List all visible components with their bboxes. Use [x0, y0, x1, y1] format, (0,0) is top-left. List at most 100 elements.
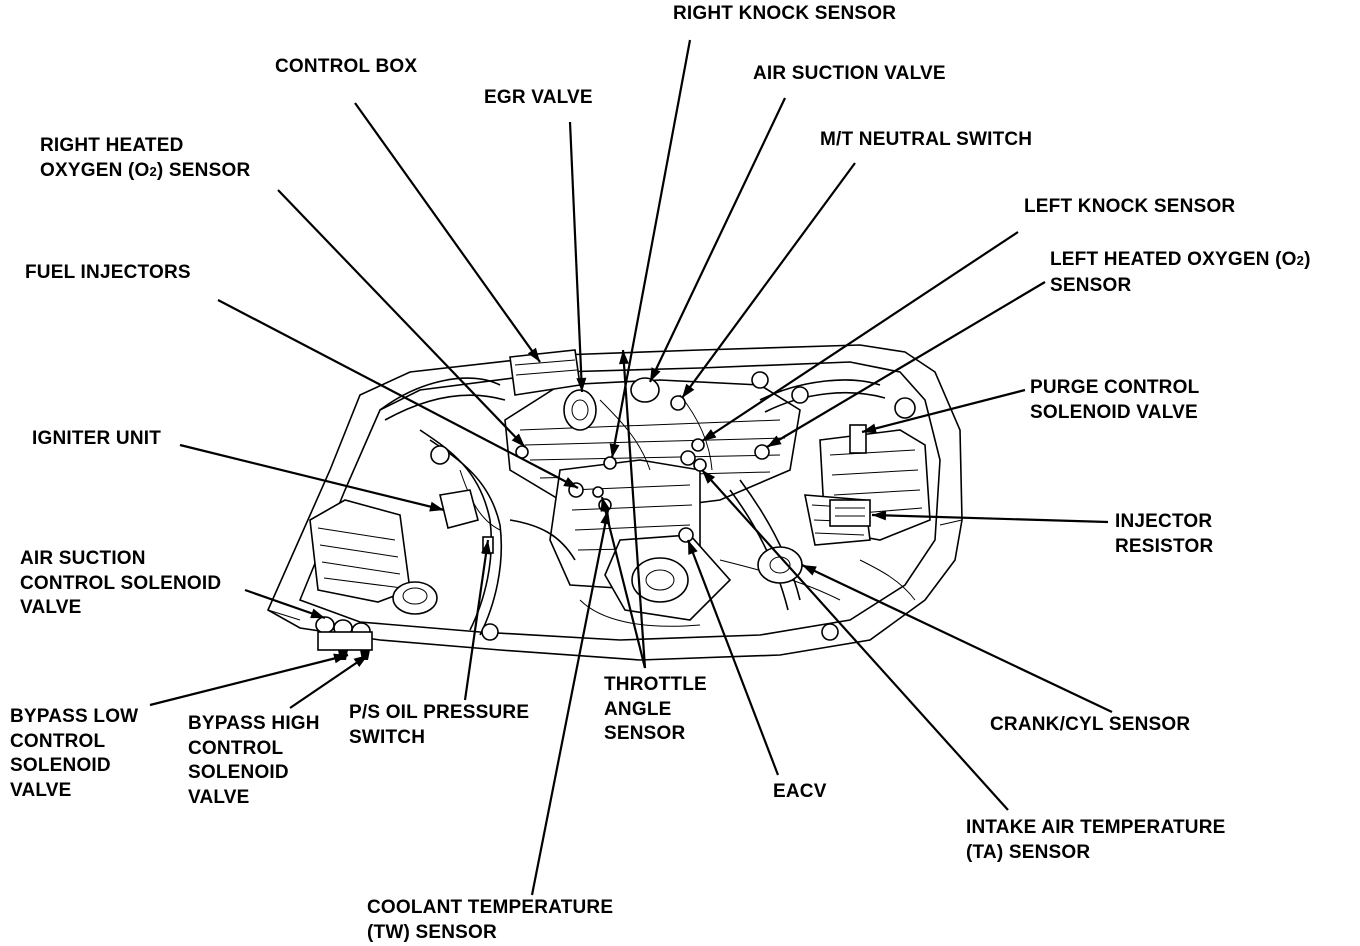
label-line: RIGHT HEATED: [40, 135, 184, 156]
label-line: LEFT KNOCK SENSOR: [1024, 196, 1236, 217]
label-line: INJECTOR: [1115, 511, 1213, 532]
label-line: CONTROL SOLENOID: [20, 572, 222, 594]
arrowhead: [481, 540, 491, 555]
leader-air-suction-valve: [649, 97, 786, 383]
leader-crank-cyl-sensor: [801, 564, 1113, 713]
subscript-2: 2: [149, 163, 157, 179]
label-line: BYPASS HIGH: [188, 713, 320, 734]
arrowhead: [527, 347, 540, 362]
label-control-box: CONTROL BOX: [275, 55, 417, 80]
arrowhead: [767, 435, 782, 447]
leader-left-knock-sensor: [701, 231, 1019, 442]
leader-ps-oil-pressure-switch: [463, 539, 491, 701]
leader-line: [766, 281, 1046, 448]
label-line: OXYGEN (O2) SENSOR: [40, 159, 251, 181]
label-crank-cyl-sensor: CRANK/CYL SENSOR: [990, 713, 1190, 738]
label-line: LEFT HEATED OXYGEN (O2): [1050, 249, 1311, 270]
leader-line: [600, 496, 647, 669]
label-intake-air-temperature-sensor: INTAKE AIR TEMPERATURE(TA) SENSOR: [966, 816, 1226, 865]
label-line: CONTROL BOX: [275, 56, 418, 77]
leader-line: [149, 653, 349, 707]
leader-throttle-angle-sensor: [600, 496, 647, 669]
arrowhead: [862, 423, 877, 434]
leader-eacv: [686, 539, 780, 776]
leader-line: [681, 162, 856, 399]
label-injector-resistor: INJECTOR RESISTOR: [1115, 510, 1213, 559]
arrowhead: [682, 383, 695, 398]
engine-bay-outline: [266, 344, 963, 661]
leader-line: [354, 102, 541, 363]
leader-control-box: [354, 102, 541, 363]
leader-bypass-high-control-solenoid-valve: [289, 654, 369, 709]
label-line: VALVE: [188, 786, 250, 808]
label-line: FUEL INJECTORS: [25, 262, 191, 283]
leader-injector-resistor: [871, 510, 1109, 524]
label-line: EACV: [773, 781, 827, 802]
leader-purge-control-solenoid-valve: [861, 388, 1026, 434]
subscript-2: 2: [1296, 253, 1305, 268]
leader-line: [217, 299, 579, 489]
arrowhead: [511, 433, 525, 447]
label-line: M/T NEUTRAL SWITCH: [820, 129, 1033, 150]
label-line: AIR SUCTION VALVE: [753, 63, 946, 84]
arrowhead: [702, 429, 717, 441]
arrowhead: [600, 497, 611, 512]
label-line: SENSOR: [604, 723, 686, 744]
arrowhead: [576, 377, 587, 392]
leader-line: [686, 539, 780, 776]
label-line: BYPASS LOW: [10, 706, 139, 727]
label-line: (TA) SENSOR: [966, 841, 1091, 863]
leader-line: [701, 231, 1019, 442]
leader-line: [621, 349, 647, 669]
arrowhead: [702, 470, 716, 484]
leader-throttle-angle-sensor-2: [618, 349, 647, 669]
arrowhead: [618, 350, 629, 365]
arrowhead: [600, 510, 611, 525]
label-line: SOLENOID VALVE: [1030, 401, 1198, 423]
label-right-knock-sensor: RIGHT KNOCK SENSOR: [673, 2, 896, 27]
leader-fuel-injectors: [217, 299, 579, 489]
leader-line: [568, 121, 584, 393]
leader-line: [530, 509, 610, 896]
leader-line: [179, 443, 445, 512]
leader-line: [649, 97, 786, 383]
label-line: EGR VALVE: [484, 87, 593, 108]
label-line: CRANK/CYL SENSOR: [990, 714, 1191, 735]
label-line: SOLENOID: [10, 755, 111, 776]
label-line: VALVE: [10, 779, 72, 801]
label-line: SENSOR: [1050, 274, 1132, 296]
label-line: RESISTOR: [1115, 535, 1214, 557]
label-coolant-temperature-sensor: COOLANT TEMPERATURE (TW) SENSOR: [367, 896, 613, 945]
leader-intake-air-temperature-sensor: [701, 469, 1009, 811]
label-left-heated-oxygen-sensor: LEFT HEATED OXYGEN (O2) SENSOR: [1050, 248, 1311, 298]
label-line: P/S OIL PRESSURE: [349, 702, 530, 723]
label-line: THROTTLE: [604, 674, 707, 695]
label-line: SOLENOID: [188, 762, 289, 783]
leader-igniter-unit: [179, 443, 445, 512]
label-fuel-injectors: FUEL INJECTORS: [25, 261, 191, 286]
leader-line: [801, 564, 1113, 713]
arrowhead: [609, 443, 620, 458]
label-igniter-unit: IGNITER UNIT: [32, 427, 161, 452]
intake-manifold: [504, 379, 801, 621]
label-bypass-high-control-solenoid-valve: BYPASS HIGH CONTROL SOLENOID VALVE: [188, 712, 320, 810]
leader-mt-neutral-switch: [681, 162, 856, 399]
arrowhead: [872, 510, 887, 521]
leader-right-heated-oxygen-sensor: [277, 189, 526, 448]
label-line: CONTROL: [188, 737, 284, 759]
leader-lines: [149, 39, 1113, 896]
label-line: IGNITER UNIT: [32, 428, 162, 449]
label-line: RIGHT KNOCK SENSOR: [673, 3, 897, 24]
label-right-heated-oxygen-sensor: RIGHT HEATED OXYGEN (O2) SENSOR: [40, 134, 250, 184]
air-cleaner-box: [804, 429, 931, 546]
battery-box: [309, 499, 438, 615]
leader-egr-valve: [568, 121, 587, 393]
label-line: (TW) SENSOR: [367, 921, 497, 943]
leader-coolant-temperature-sensor: [530, 509, 611, 896]
label-line: COOLANT TEMPERATURE: [367, 897, 614, 918]
